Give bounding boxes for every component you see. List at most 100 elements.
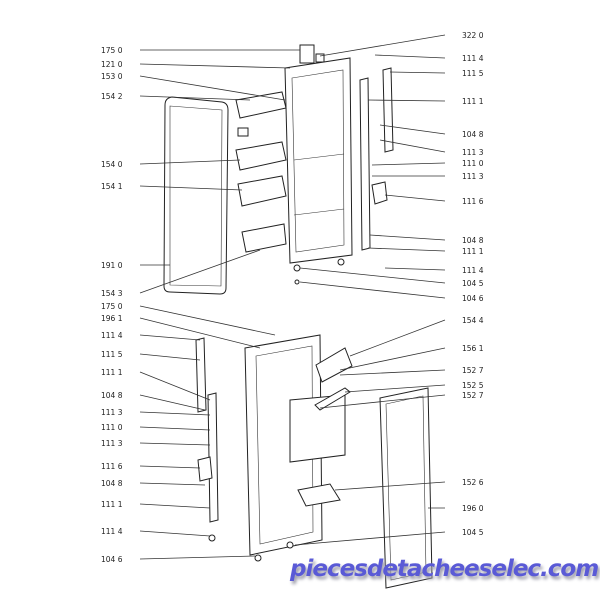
leader-line [139,426,211,431]
part-number-label: 104 5 [462,279,484,288]
leader-line [139,317,261,349]
leader-line [344,384,446,393]
tray-1527 [297,483,341,507]
leader-line [339,369,446,376]
leader-line [139,442,211,446]
leader-line [139,75,286,101]
part-number-label: 111 1 [101,368,123,377]
rod-1115-lower [195,337,207,413]
part-number-label: 191 0 [101,261,123,270]
part-number-label: 175 0 [101,302,123,311]
screw [293,264,301,272]
screw [294,279,300,285]
leader-line [139,63,291,69]
part-number-label: 196 1 [101,314,123,323]
leader-line [139,334,201,341]
part-number-label: 104 8 [101,391,123,400]
shelf-1540 [235,141,287,171]
leader-line [349,319,446,357]
part-number-label: 111 5 [462,69,484,78]
leader-line [139,353,201,361]
part-number-label: 111 1 [462,97,484,106]
rod-1111-lower [207,392,219,523]
part-number-label: 154 3 [101,289,123,298]
leader-line [339,347,446,371]
part-number-label: 111 4 [462,54,484,63]
leader-line [139,555,256,560]
part-number-label: 104 5 [462,528,484,537]
gasket-1910-inner [169,105,223,287]
leader-line [139,371,211,401]
leader-line [294,531,446,546]
leader-line [319,394,446,409]
part-number-label: 111 1 [101,500,123,509]
bracket-1116 [371,181,388,205]
part-number-label: 196 0 [462,504,484,513]
shelf-1543 [241,223,287,253]
part-number-label: 154 0 [101,160,123,169]
part-number-label: 154 1 [101,182,123,191]
part-number-label: 154 4 [462,316,484,325]
leader-line [139,465,201,469]
leader-line [367,99,446,102]
leader-line [139,394,206,411]
part-number-label: 152 6 [462,478,484,487]
leader-line [384,267,446,271]
leader-line [139,482,206,486]
part-number-label: 111 0 [462,159,484,168]
leader-line [139,305,276,336]
lower-door-inner [255,345,314,545]
clip [237,127,249,137]
part-number-label: 111 4 [101,331,123,340]
part-number-label: 111 0 [101,423,123,432]
part-3220 [315,53,325,63]
part-number-label: 111 6 [101,462,123,471]
leader-line [319,34,446,57]
screw [208,534,216,542]
leader-line [139,530,211,537]
gasket-1960 [379,387,433,589]
leader-line [334,481,446,491]
leader-line [139,503,211,509]
part-number-label: 152 7 [462,391,484,400]
leader-line [139,95,251,101]
upper-door [284,57,353,264]
part-number-label: 152 7 [462,366,484,375]
gasket-1910 [163,96,229,295]
screw [337,258,345,266]
part-number-label: 104 6 [462,294,484,303]
part-number-label: 156 1 [462,344,484,353]
part-number-label: 121 0 [101,60,123,69]
part-number-label: 111 3 [101,439,123,448]
leader-line [374,54,446,59]
part-number-label: 153 0 [101,72,123,81]
leader-line [371,162,446,166]
part-number-label: 111 4 [462,266,484,275]
part-number-label: 111 3 [101,408,123,417]
upper-door-inner [291,69,345,253]
part-number-label: 111 3 [462,148,484,157]
leader-line [299,281,446,299]
part-number-label: 175 0 [101,46,123,55]
leader-line [389,71,446,74]
screw [254,554,262,562]
bin-1544 [315,347,353,383]
rod-1111-upper [359,77,371,251]
leader-line [384,194,446,202]
part-number-label: 104 6 [101,555,123,564]
screw [286,541,294,549]
part-number-label: 152 5 [462,381,484,390]
leader-line [369,234,446,241]
leader-line [367,247,446,252]
leader-line [139,249,261,294]
leader-line [139,159,241,165]
upper-door-shelf-divider [293,153,345,216]
part-number-label: 322 0 [462,31,484,40]
part-number-label: 111 3 [462,172,484,181]
part-number-label: 154 2 [101,92,123,101]
part-number-label: 111 1 [462,247,484,256]
hinge-top [299,44,315,64]
parts-drawing [163,44,433,589]
